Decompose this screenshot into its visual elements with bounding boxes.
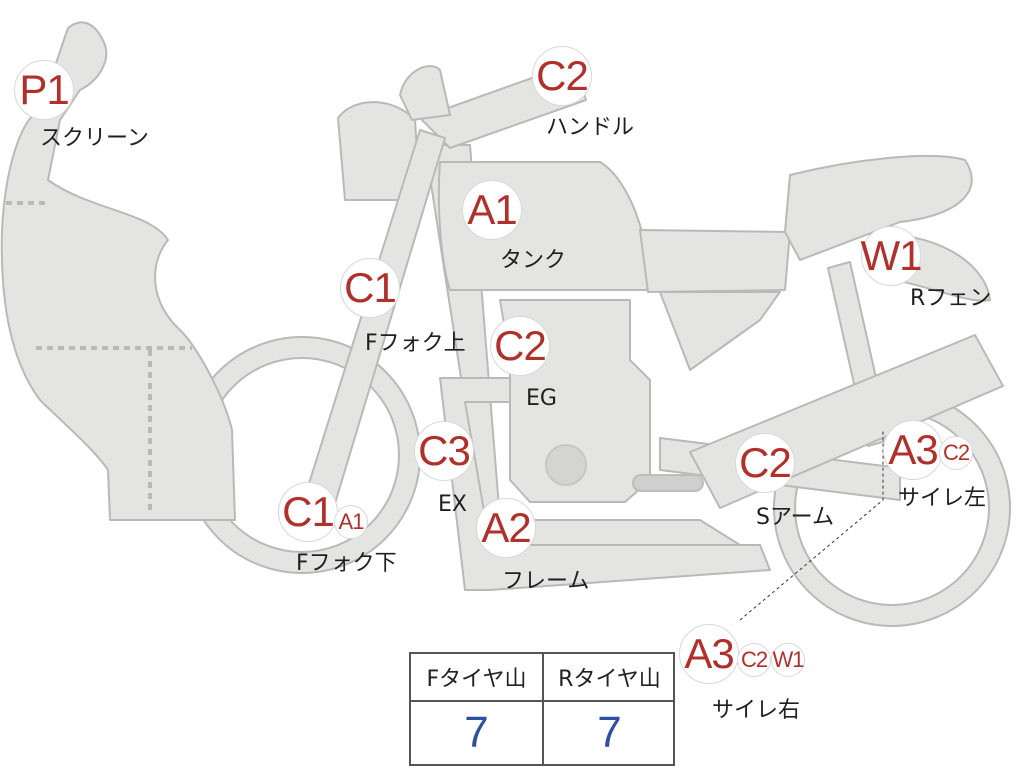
front-tread-header: Fタイヤ山 [411,654,542,702]
fork-lower-sub-badge: A1 [334,505,368,539]
side-cover-shape [659,291,781,371]
fork-lower-badge: C1 [278,482,338,542]
screen-badge: P1 [14,60,74,120]
tire-tread-table: Fタイヤ山 7 Rタイヤ山 7 [409,652,675,766]
fork-lower-label: Fフォク下 [296,551,397,576]
tank-label: タンク [500,248,567,273]
frame-label: フレーム [502,569,590,594]
front-tread-column: Fタイヤ山 7 [411,654,542,764]
footpeg [632,474,704,492]
tank-badge: A1 [462,180,522,240]
tail-seat-shape [784,154,973,261]
exhaust-label: EX [438,492,467,517]
handle-label: ハンドル [546,115,635,140]
muffler-right-sub1-badge: C2 [737,643,771,677]
engine-cover [545,444,587,486]
engine-badge: C2 [490,316,550,376]
fork-upper-badge: C1 [340,258,400,318]
engine-label: EG [526,386,557,411]
mirror-shape [399,65,451,121]
muffler-right-label: サイレ右 [712,698,801,723]
rear-tread-header: Rタイヤ山 [544,654,675,702]
exhaust-badge: C3 [414,421,474,481]
muffler-right-leader-line [739,430,884,621]
rear-tread-column: Rタイヤ山 7 [542,654,675,764]
screen-label: スクリーン [40,126,149,151]
muffler-left-sub-badge: C2 [939,436,973,470]
muffler-left-badge: A3 [883,420,943,480]
fork-upper-label: Fフォク上 [365,331,466,356]
muffler-left-label: サイレ左 [898,486,987,511]
muffler-right-badge: A3 [679,624,739,684]
swingarm-badge: C2 [735,433,795,493]
rear-fender-badge: W1 [861,226,923,286]
rear-fender-label: Rフェン [910,286,992,311]
front-tread-value: 7 [464,708,489,757]
seat-shape [639,229,791,293]
handle-badge: C2 [532,46,592,106]
muffler-right-sub2-badge: W1 [771,643,805,677]
rear-tread-value: 7 [597,708,622,757]
fairing-shape [0,21,236,521]
frame-badge: A2 [476,498,536,558]
swingarm-label: Sアーム [756,505,834,530]
